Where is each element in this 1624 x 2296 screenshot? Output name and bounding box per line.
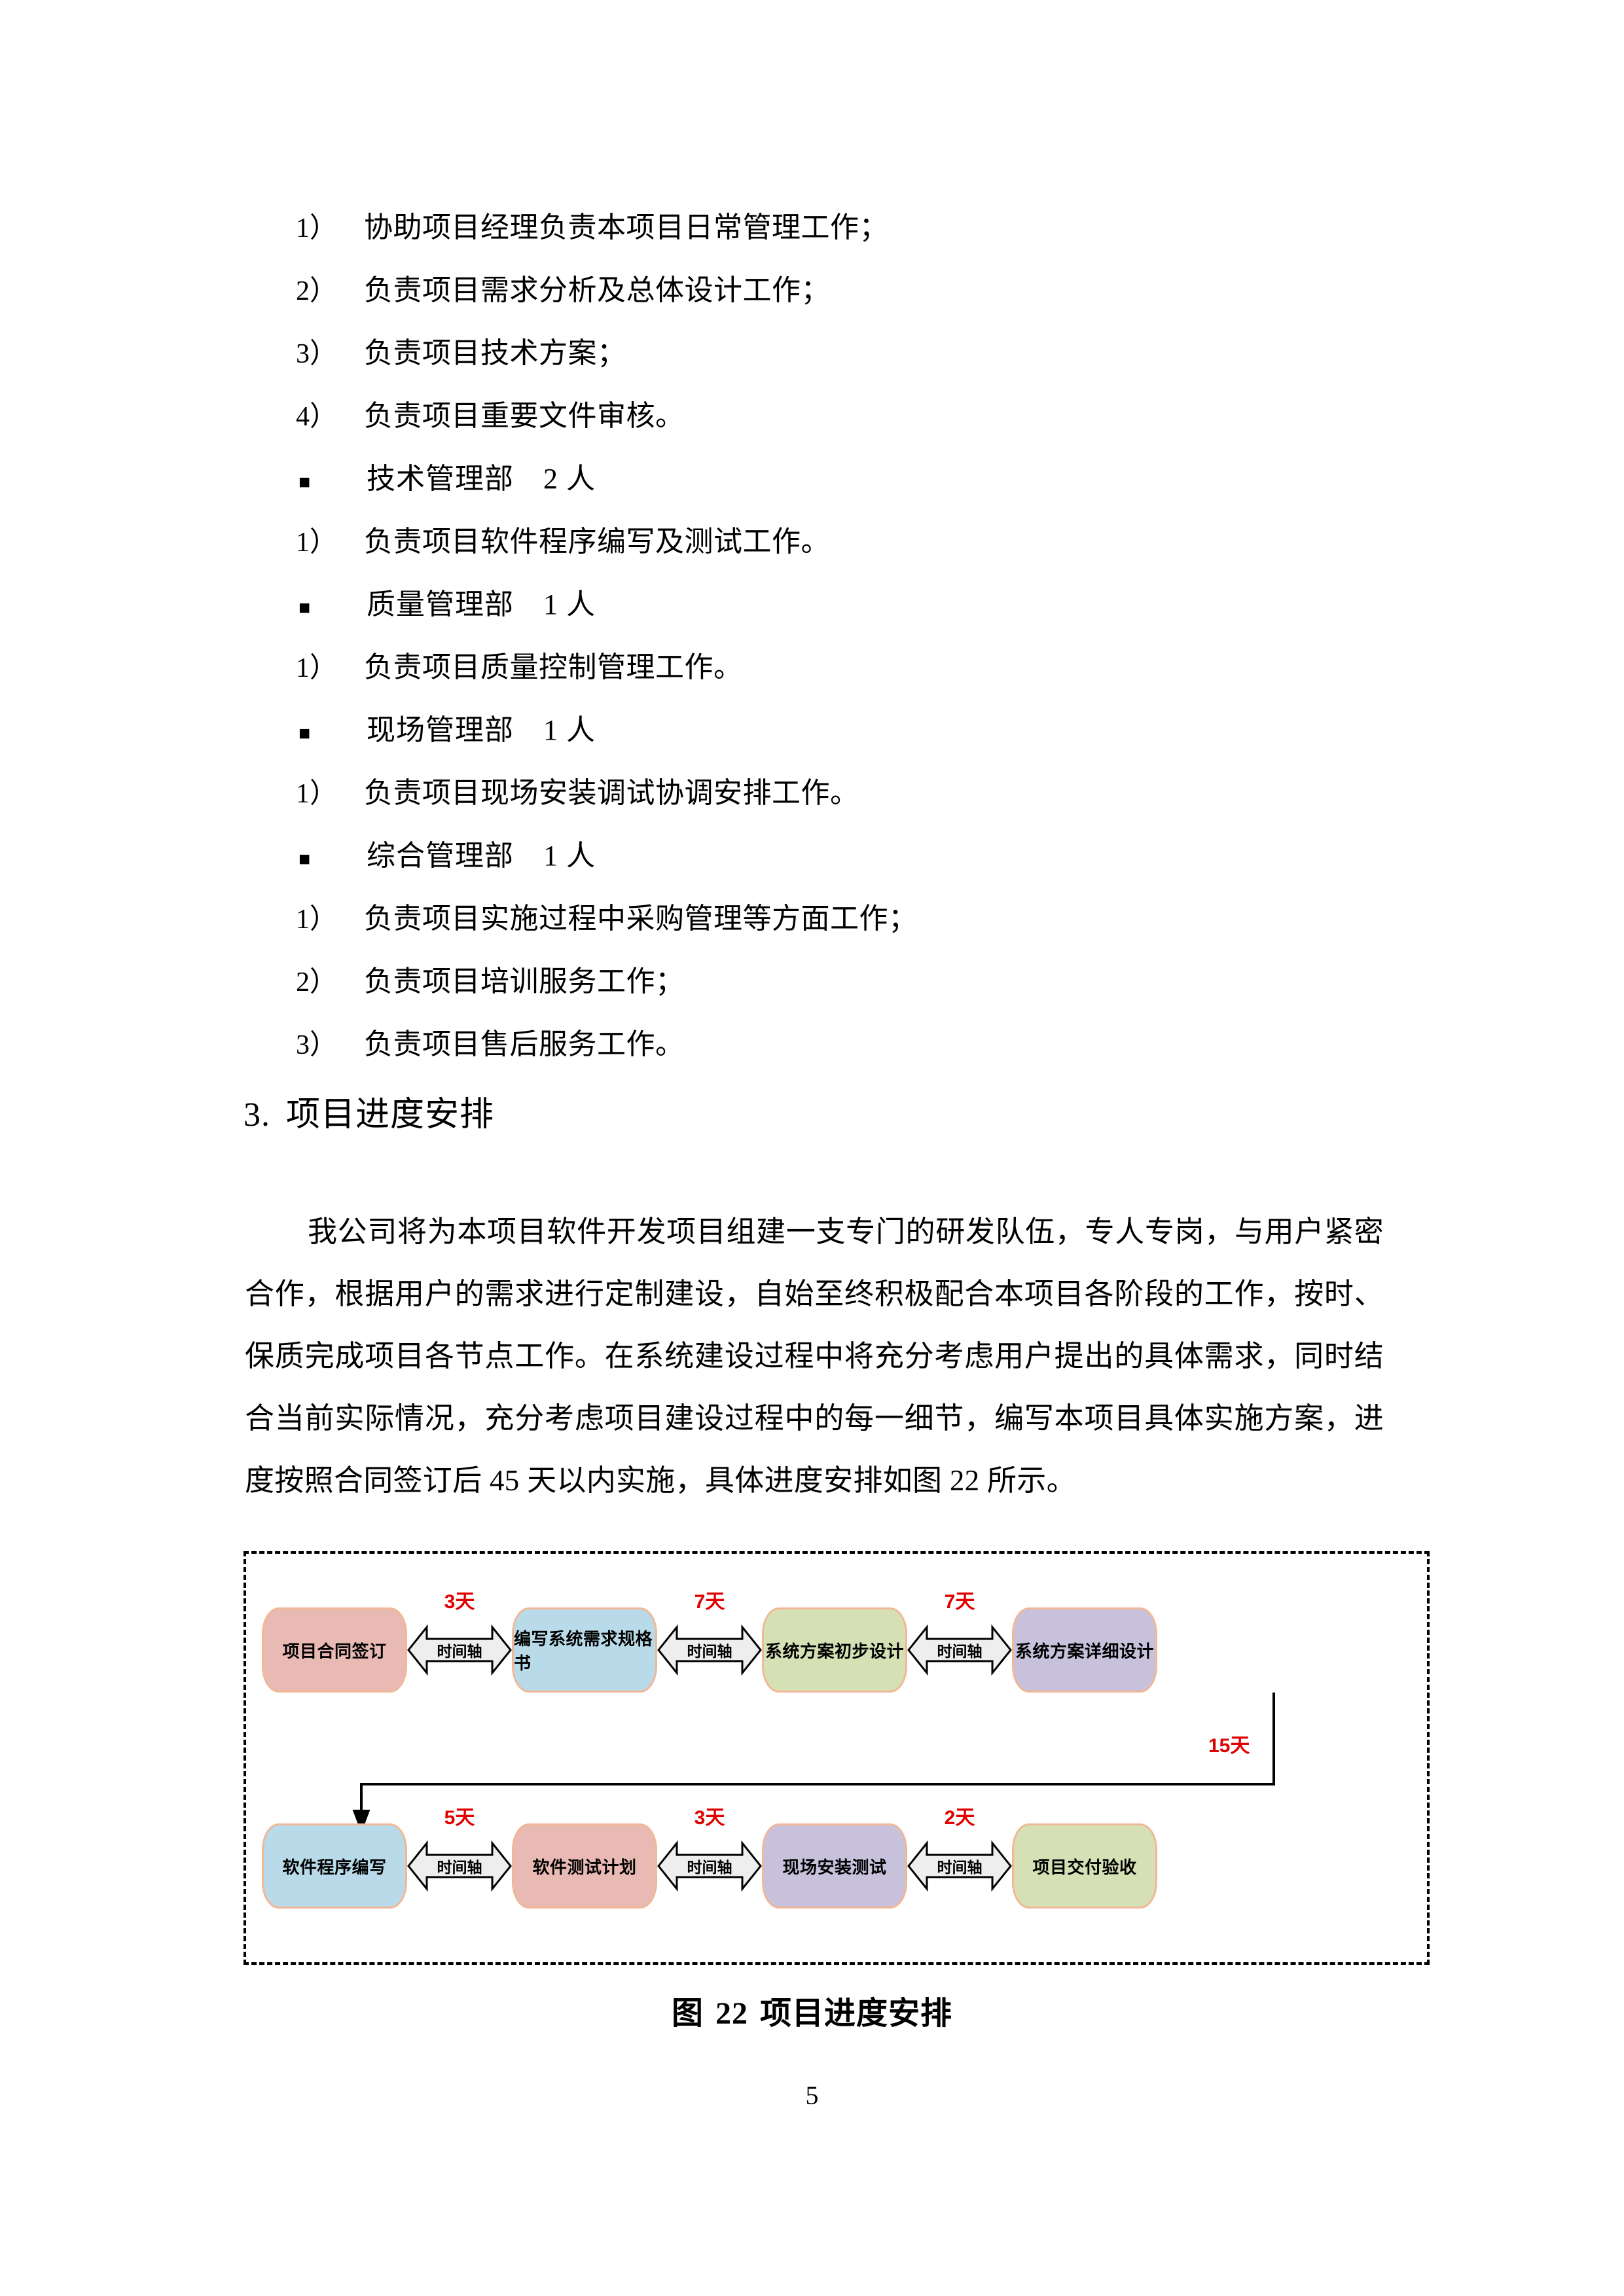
list-item: 1） 负责项目现场安装调试协调安排工作。 [296, 762, 1369, 825]
body-paragraph: 我公司将为本项目软件开发项目组建一支专门的研发队伍，专人专岗，与用户紧密合作，根… [245, 1215, 1384, 1497]
list-item: 1） 协助项目经理负责本项目日常管理工作； [296, 196, 1369, 259]
list-item: 2） 负责项目需求分析及总体设计工作； [296, 259, 1369, 322]
section-heading: 3. 项目进度安排 [244, 1092, 494, 1139]
list-item: 4） 负责项目重要文件审核。 [296, 385, 1369, 448]
flow-node: 项目交付验收 [1012, 1823, 1157, 1909]
double-arrow-icon [907, 1624, 1012, 1676]
list-item: 3） 负责项目售后服务工作。 [296, 1013, 1369, 1076]
list-item-marker: 1） [296, 528, 338, 558]
list-item: ■ 技术管理部 2 人 [296, 448, 1369, 511]
figure-caption-number: 22 [715, 1996, 748, 2031]
section-heading-title: 项目进度安排 [286, 1096, 495, 1134]
list-item-marker: 1） [296, 653, 338, 683]
responsibility-list: 1） 协助项目经理负责本项目日常管理工作； 2） 负责项目需求分析及总体设计工作； 3）… [296, 196, 1369, 1076]
flow-node: 系统方案初步设计 [762, 1607, 907, 1693]
flow-node: 系统方案详细设计 [1012, 1607, 1157, 1693]
flow-node: 项目合同签订 [262, 1607, 407, 1693]
duration-label: 3天 [694, 1807, 725, 1829]
list-item: 1） 负责项目实施过程中采购管理等方面工作； [296, 888, 1369, 950]
list-bullet-icon: ■ [298, 723, 311, 744]
figure-caption-prefix: 图 [671, 1996, 704, 2031]
double-arrow-icon [657, 1840, 762, 1892]
list-item-marker: 1） [296, 213, 338, 243]
flow-node-label: 项目交付验收 [1032, 1857, 1137, 1877]
flow-node: 现场安装测试 [762, 1823, 907, 1909]
double-arrow-icon [907, 1840, 1012, 1892]
list-item: ■ 综合管理部 1 人 [296, 825, 1369, 888]
flow-node: 软件程序编写 [262, 1823, 407, 1909]
flow-node: 软件测试计划 [512, 1823, 657, 1909]
list-item-label: 负责项目实施过程中采购管理等方面工作； [364, 903, 918, 935]
list-item: 2） 负责项目培训服务工作； [296, 950, 1369, 1013]
list-item: 1） 负责项目质量控制管理工作。 [296, 636, 1369, 699]
list-item-label: 协助项目经理负责本项目日常管理工作； [364, 211, 888, 243]
double-arrow-icon [657, 1624, 762, 1676]
double-arrow-icon [407, 1840, 512, 1892]
list-bullet-icon: ■ [298, 848, 311, 870]
list-item-marker: 2） [296, 276, 338, 306]
list-item-label: 负责项目培训服务工作； [364, 965, 685, 997]
list-bullet-icon: ■ [298, 471, 311, 493]
list-bullet-icon: ■ [298, 597, 311, 619]
list-item-label: 综合管理部 1 人 [367, 840, 596, 872]
list-item: 3） 负责项目技术方案； [296, 322, 1369, 385]
list-item-marker: 1） [296, 905, 338, 935]
list-item: ■ 质量管理部 1 人 [296, 573, 1369, 636]
duration-label: 3天 [444, 1591, 475, 1613]
flow-node-label: 软件程序编写 [282, 1857, 387, 1877]
flow-node-label: 项目合同签订 [282, 1641, 387, 1661]
list-item-label: 技术管理部 2 人 [367, 463, 596, 495]
double-arrow-icon [407, 1624, 512, 1676]
flow-node-label: 系统方案详细设计 [1015, 1641, 1154, 1661]
flow-node-label: 编写系统需求规格书 [514, 1629, 653, 1673]
figure-caption: 图 22 项目进度安排 [0, 1987, 1624, 2033]
flow-node-label: 现场安装测试 [782, 1857, 887, 1877]
list-item-label: 负责项目质量控制管理工作。 [364, 651, 743, 683]
list-item-label: 负责项目现场安装调试协调安排工作。 [364, 777, 859, 809]
flow-node-label: 软件测试计划 [532, 1857, 637, 1877]
page-number: 5 [805, 2081, 819, 2110]
list-item-label: 质量管理部 1 人 [367, 588, 596, 620]
duration-label: 5天 [444, 1807, 475, 1829]
elbow-days-label: 15天 [1208, 1735, 1250, 1757]
flow-node: 编写系统需求规格书 [512, 1607, 657, 1693]
duration-label: 2天 [944, 1807, 975, 1829]
list-item-label: 负责项目需求分析及总体设计工作； [364, 274, 830, 306]
duration-label: 7天 [694, 1591, 725, 1613]
list-item-marker: 1） [296, 779, 338, 809]
list-item-label: 负责项目软件程序编写及测试工作。 [364, 526, 830, 558]
list-item: ■ 现场管理部 1 人 [296, 699, 1369, 762]
figure-caption-title: 项目进度安排 [760, 1996, 953, 2031]
list-item-label: 负责项目技术方案； [364, 337, 626, 369]
list-item: 1） 负责项目软件程序编写及测试工作。 [296, 511, 1369, 573]
list-item-label: 现场管理部 1 人 [367, 714, 596, 746]
list-item-marker: 3） [296, 339, 338, 369]
section-heading-number: 3. [244, 1096, 270, 1134]
list-item-label: 负责项目重要文件审核。 [364, 400, 685, 432]
list-item-marker: 4） [296, 402, 338, 432]
duration-label: 7天 [944, 1591, 975, 1613]
list-item-marker: 3） [296, 1030, 338, 1060]
flow-node-label: 系统方案初步设计 [765, 1641, 904, 1661]
list-item-marker: 2） [296, 967, 338, 997]
list-item-label: 负责项目售后服务工作。 [364, 1028, 685, 1060]
